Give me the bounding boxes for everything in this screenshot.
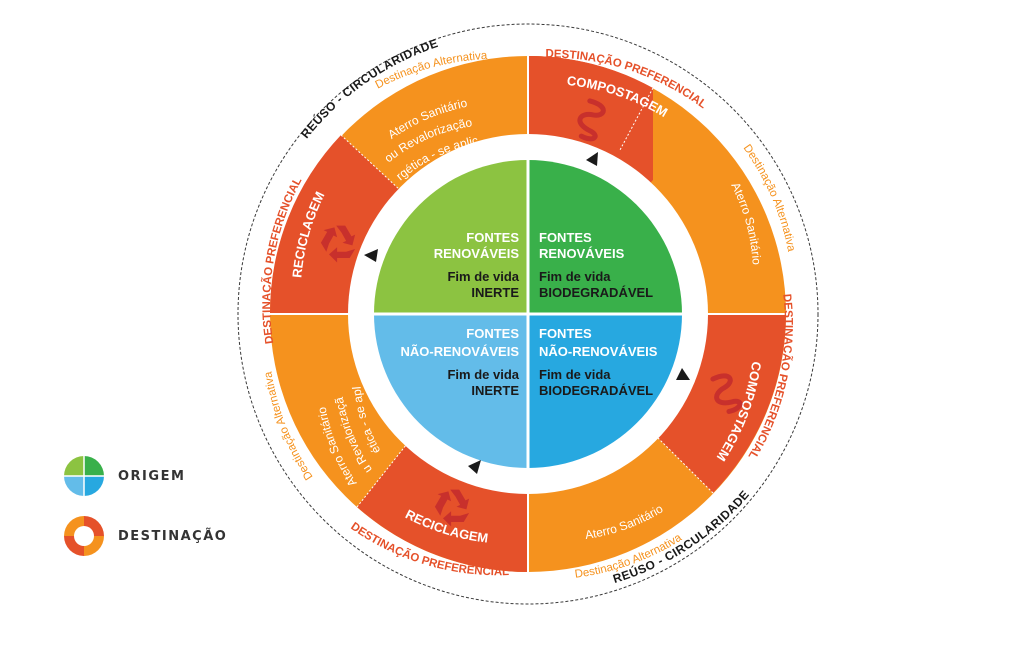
legend-origem: ORIGEM: [64, 456, 185, 496]
arrow-icon: [364, 249, 378, 262]
q-tl-title2: RENOVÁVEIS: [434, 246, 520, 261]
legend-destinacao: DESTINAÇÃO: [64, 516, 227, 556]
q-tl-sub2: INERTE: [471, 285, 519, 300]
q-bl-title1: FONTES: [466, 326, 519, 341]
q-br-title2: NÃO-RENOVÁVEIS: [539, 344, 658, 359]
arrow-icon: [468, 460, 481, 474]
q-tr-sub2: BIODEGRADÁVEL: [539, 285, 653, 300]
quadrant-separators: [372, 158, 684, 470]
origem-legend-icon: [64, 456, 104, 496]
dashed-separators: [340, 87, 714, 508]
quadrant-bottom-left: [374, 314, 528, 468]
q-bl-sub2: INERTE: [471, 383, 519, 398]
flow-arrows: [364, 152, 690, 474]
q-tr-title1: FONTES: [539, 230, 592, 245]
outer-dashed-circle: [237, 23, 819, 605]
q-tr-title2: RENOVÁVEIS: [539, 246, 625, 261]
q-tr-sub1: Fim de vida: [539, 269, 611, 284]
legend-destinacao-label: DESTINAÇÃO: [118, 528, 228, 544]
q-bl-sub1: Fim de vida: [447, 367, 519, 382]
quadrant-bottom-right: [528, 314, 682, 468]
quadrant-top-left: [374, 160, 528, 314]
q-br-sub1: Fim de vida: [539, 367, 611, 382]
center-texts: FONTES RENOVÁVEIS Fim de vida INERTE FON…: [401, 230, 658, 398]
q-br-title1: FONTES: [539, 326, 592, 341]
destinacao-legend-icon: [64, 516, 104, 556]
q-tl-sub1: Fim de vida: [447, 269, 519, 284]
q-br-sub2: BIODEGRADÁVEL: [539, 383, 653, 398]
arrow-icon: [586, 152, 598, 166]
q-tl-title1: FONTES: [466, 230, 519, 245]
arrow-icon: [676, 368, 690, 380]
legend-origem-label: ORIGEM: [118, 468, 186, 484]
quadrant-top-right: [528, 160, 682, 314]
q-bl-title2: NÃO-RENOVÁVEIS: [401, 344, 520, 359]
